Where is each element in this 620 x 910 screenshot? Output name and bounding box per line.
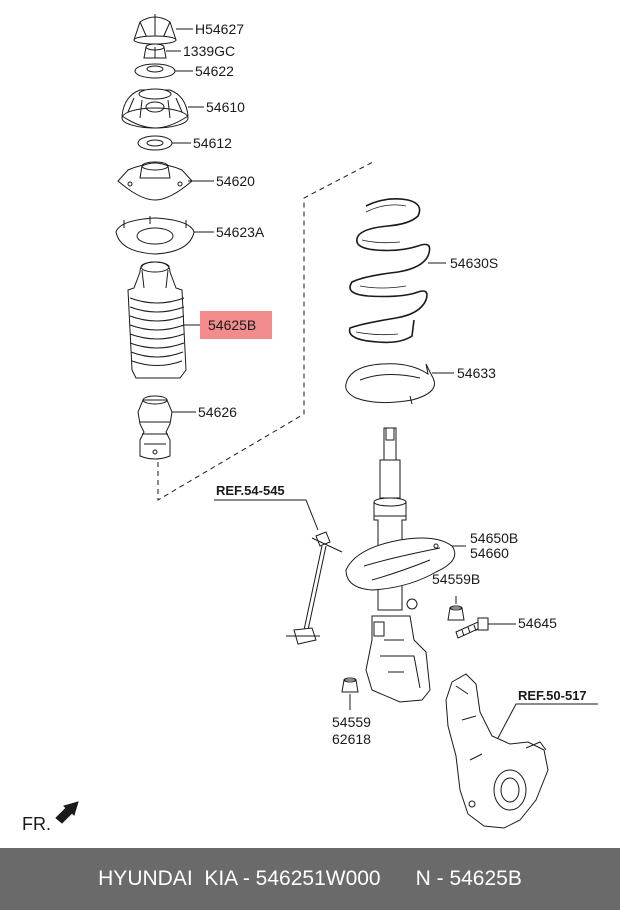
dashed-bracket (157, 161, 374, 501)
part-knuckle (445, 673, 549, 829)
callout-54645: 54645 (518, 615, 557, 631)
part-spring-pad (115, 216, 195, 255)
footer-text: HYUNDAI KIA - 546251W000 N - 54625B (98, 867, 522, 890)
callout-54626: 54626 (198, 404, 237, 420)
part-bolt-54645 (455, 617, 489, 639)
part-stabilizer-link (286, 531, 343, 645)
part-nut-54559b (447, 605, 465, 621)
callout-54630s: 54630S (450, 255, 498, 271)
part-coil-spring (348, 198, 431, 344)
fr-label: FR. (22, 814, 51, 834)
ref-50-517: REF.50-517 (518, 688, 587, 703)
callout-54620: 54620 (216, 173, 255, 189)
strut-assembly-diagram: H54627 1339GC 54622 54610 54612 54620 54… (55, 14, 598, 829)
callout-54610: 54610 (206, 99, 245, 115)
part-upper-spring-seat (117, 161, 193, 201)
callout-54625b: 54625B (208, 317, 256, 333)
part-dust-cap (133, 14, 177, 45)
callout-54650b: 54650B (470, 530, 518, 546)
part-strut (345, 427, 456, 703)
part-washer-54622 (134, 63, 176, 79)
callout-54612: 54612 (193, 135, 232, 151)
callout-1339gc: 1339GC (183, 43, 235, 59)
part-bump-stop (137, 395, 173, 460)
part-nut (143, 43, 167, 59)
leader-ref-54-545 (214, 499, 319, 531)
part-bearing (137, 135, 173, 151)
callout-54559: 54559 (332, 714, 371, 730)
highlight-54625b (200, 311, 272, 339)
part-lower-spring-pad (345, 363, 435, 405)
leader-ref-50-517 (497, 703, 598, 739)
part-nut-54559 (341, 677, 359, 693)
callout-54660: 54660 (470, 545, 509, 561)
callout-h54627: H54627 (195, 21, 244, 37)
fr-arrow-icon (55, 801, 79, 824)
ref-54-545: REF.54-545 (216, 483, 285, 498)
callout-54559b: 54559B (432, 571, 480, 587)
part-insulator (121, 88, 189, 129)
callout-54622: 54622 (195, 63, 234, 79)
callout-54633: 54633 (457, 365, 496, 381)
footer-bar: HYUNDAI KIA - 546251W000 N - 54625B (0, 848, 620, 910)
callout-62618: 62618 (332, 731, 371, 747)
callout-54623a: 54623A (216, 224, 265, 240)
part-dust-boot (127, 261, 187, 379)
